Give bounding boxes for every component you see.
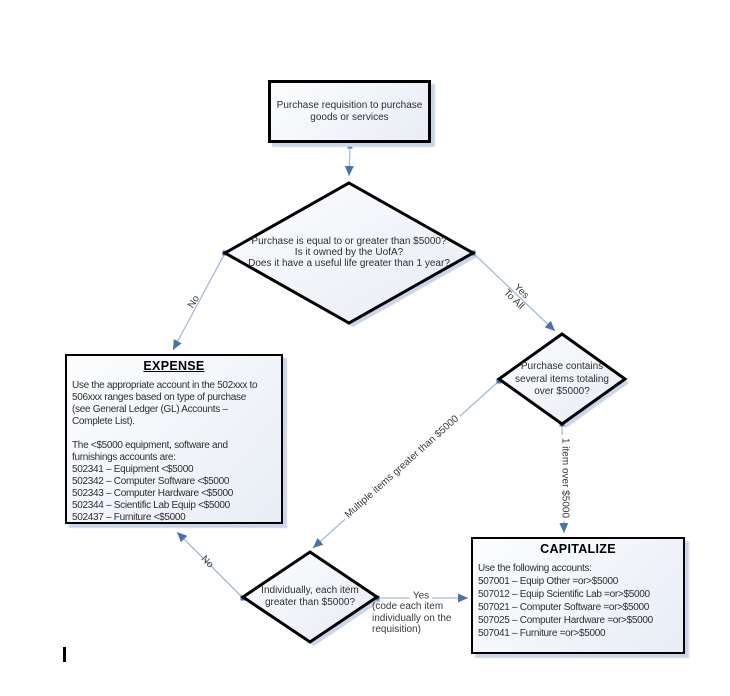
node-capitalize-title: CAPITALIZE	[540, 542, 616, 556]
node-decision1-label: Purchase is equal to or greater than $50…	[248, 236, 450, 269]
node-decision2-label: Purchase contains several items totaling…	[515, 361, 609, 397]
connector-dot	[496, 378, 502, 384]
node-start: Purchase requisition to purchase goods o…	[268, 80, 431, 143]
edge-start-to-decision1	[344, 145, 354, 177]
node-expense: EXPENSE Use the appropriate account in t…	[65, 354, 283, 524]
edge-label-one-item: 1 item over $5000	[559, 434, 571, 522]
node-decision1-shape	[221, 181, 477, 325]
edge-label-code-note: (code each item individually on the requ…	[372, 601, 452, 635]
node-start-label: Purchase requisition to purchase goods o…	[276, 99, 423, 123]
node-decision3-shape	[240, 550, 380, 644]
node-capitalize: CAPITALIZE Use the following accounts: 5…	[471, 537, 685, 654]
text-cursor	[63, 647, 66, 662]
edge-no1	[172, 252, 226, 351]
node-decision2-shape	[496, 332, 628, 426]
edge-yes-to-all	[472, 252, 556, 332]
edge-no2	[176, 531, 244, 599]
node-expense-body: Use the appropriate account in the 502xx…	[72, 380, 258, 523]
node-decision3-label: Individually, each item greater than $50…	[261, 585, 359, 608]
connector-dot	[347, 143, 353, 149]
node-capitalize-body: Use the following accounts: 507001 – Equ…	[478, 563, 653, 639]
edge-label-yes-code: Yes	[409, 590, 433, 602]
node-expense-title: EXPENSE	[143, 359, 205, 373]
